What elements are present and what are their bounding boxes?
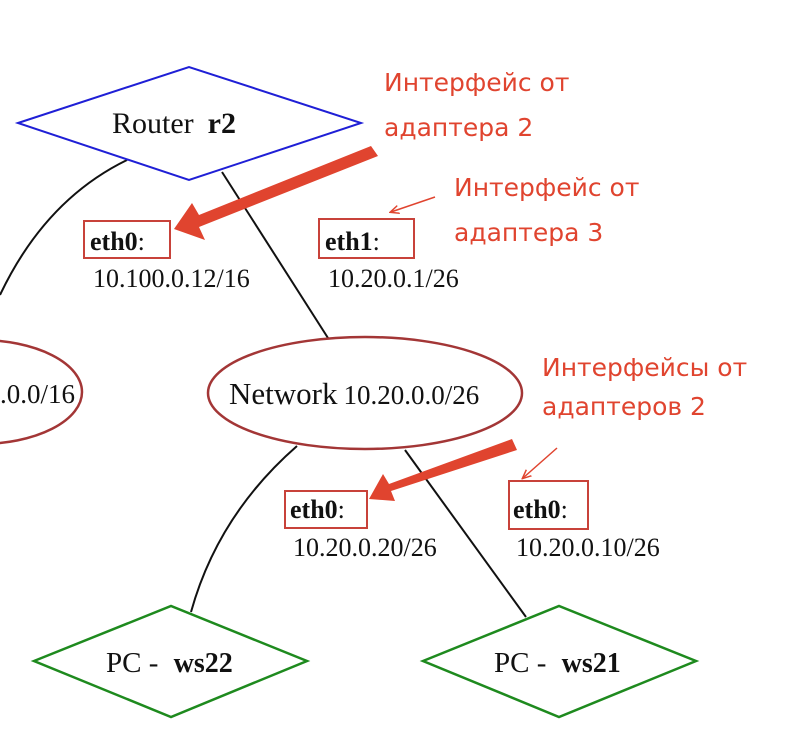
annotation-adapters2-line1: Интерфейсы от (542, 353, 747, 382)
pc-label-ws21: PC - ws21 (494, 647, 621, 679)
iface-name-ws22-eth0: eth0: (290, 495, 345, 524)
router-name: r2 (208, 107, 236, 140)
iface-ip-ws22-eth0: 10.20.0.20/26 (293, 533, 437, 562)
router-label: Router r2 (112, 107, 236, 140)
arrow-adapter2-router (174, 146, 378, 240)
annotation-adapter3-line1: Интерфейс от (454, 173, 639, 202)
iface-name-r2-eth1: eth1: (325, 227, 380, 256)
pc-diamond-ws21 (419, 604, 700, 719)
highlight-box-ws21-eth0 (508, 480, 589, 530)
pc-diamond-ws22 (30, 604, 311, 719)
interface-r2-eth1: eth1: 10.20.0.1/26 (318, 218, 459, 293)
network-ellipse-main (206, 335, 524, 451)
interface-ws21-eth0: eth0: 10.20.0.10/26 (508, 480, 660, 562)
edge-r2-network (221, 171, 329, 339)
annotation-adapters2-pcs: Интерфейсы от адаптеров 2 (542, 353, 747, 421)
pc-node-ws22: PC - ws22 (30, 604, 311, 719)
annotation-adapter3-line2: адаптера 3 (454, 218, 603, 247)
pc-label-ws22: PC - ws22 (106, 647, 233, 679)
pc-name-ws21: ws21 (562, 648, 621, 679)
network-ellipse-left (0, 339, 84, 445)
arrow-adapters2-ws21 (523, 447, 558, 478)
annotation-arrows (174, 146, 558, 501)
annotation-adapter2-line1: Интерфейс от (384, 68, 569, 97)
interface-r2-eth0: eth0: 10.100.0.12/16 (83, 220, 250, 293)
interface-ws22-eth0: eth0: 10.20.0.20/26 (284, 490, 437, 562)
edge-r2-left-network (0, 159, 128, 296)
iface-ip-r2-eth1: 10.20.0.1/26 (328, 264, 459, 293)
pc-prefix-ws21: PC - (494, 647, 554, 679)
iface-ip-r2-eth0: 10.100.0.12/16 (93, 264, 250, 293)
highlight-box-r2-eth1 (318, 218, 415, 259)
network-cidr: 10.20.0.0/26 (343, 380, 479, 410)
annotation-adapters2-line2: адаптеров 2 (542, 392, 706, 421)
iface-ip-ws21-eth0: 10.20.0.10/26 (516, 533, 660, 562)
pc-name-ws22: ws22 (174, 648, 233, 679)
pc-prefix-ws22: PC - (106, 647, 166, 679)
network-node-left: .0.0/16 (0, 339, 84, 445)
arrow-adapters2-ws22 (369, 439, 517, 501)
edge-network-ws22 (190, 445, 298, 613)
highlight-box-ws22-eth0 (284, 490, 368, 529)
iface-name-ws21-eth0: eth0: (513, 495, 568, 524)
iface-name-r2-eth0: eth0: (90, 227, 145, 256)
network-left-cidr: .0.0/16 (0, 379, 75, 409)
pc-node-ws21: PC - ws21 (419, 604, 700, 719)
network-prefix: Network (229, 376, 338, 411)
router-prefix: Router (112, 107, 194, 140)
annotation-adapter3-router: Интерфейс от адаптера 3 (454, 173, 639, 247)
annotation-adapter2-line2: адаптера 2 (384, 113, 533, 142)
arrow-adapter3-router (391, 196, 436, 212)
highlight-box-r2-eth0 (83, 220, 171, 259)
router-diamond (14, 65, 365, 182)
router-node: Router r2 (14, 65, 365, 182)
annotation-adapter2-router: Интерфейс от адаптера 2 (384, 68, 569, 142)
